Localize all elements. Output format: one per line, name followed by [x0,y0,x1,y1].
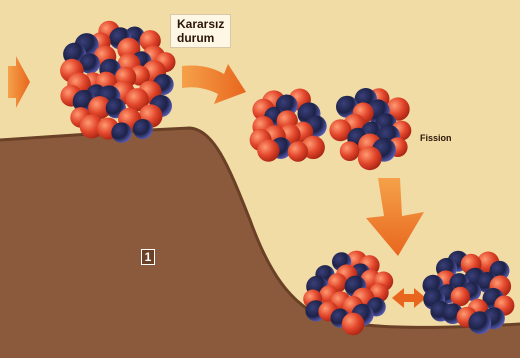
proton-ball [358,146,382,170]
neutron-ball [133,119,153,139]
neutron-ball [111,122,131,142]
unstable-state-label: Kararsız durum [170,14,231,48]
proton-ball [340,141,360,161]
unstable-nucleus [60,21,175,143]
neutron-ball [468,311,491,334]
marker-number: 1 [141,249,155,265]
fission-label: Fission [420,133,452,143]
proton-ball [257,139,279,161]
proton-ball [288,141,308,161]
unstable-state-line1: Kararsız [177,17,224,31]
proton-ball [342,313,365,336]
unstable-state-line2: durum [177,31,224,45]
